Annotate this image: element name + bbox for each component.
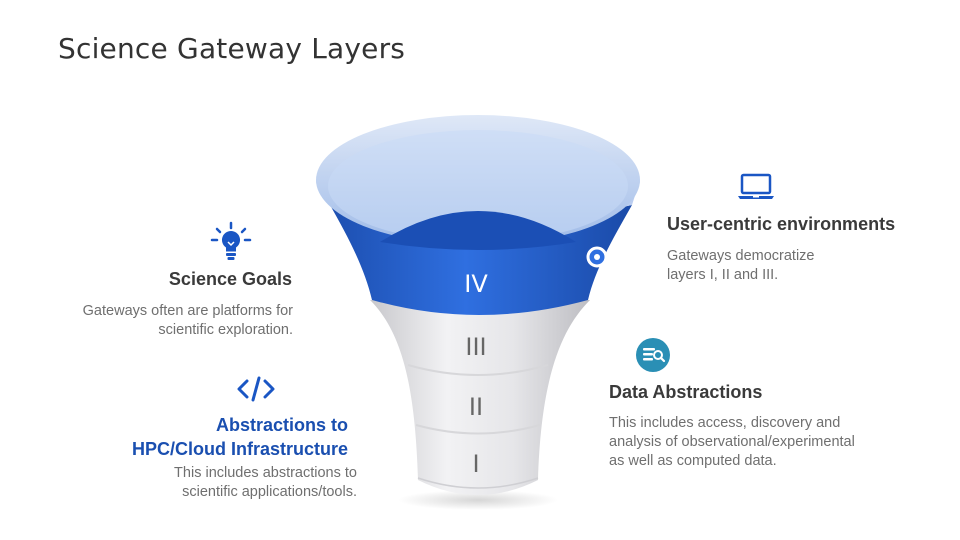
layer-label-iii: III xyxy=(436,333,516,361)
code-icon xyxy=(236,374,276,404)
data-abstractions-title: Data Abstractions xyxy=(609,382,762,403)
user-centric-desc: Gateways democratize layers I, II and II… xyxy=(667,247,814,285)
data-search-icon xyxy=(634,336,672,374)
abstractions-title: Abstractions to HPC/Cloud Infrastructure xyxy=(60,413,348,461)
science-goals-desc: Gateways often are platforms for scienti… xyxy=(40,302,293,340)
abstractions-desc: This includes abstractions to scientific… xyxy=(80,464,357,502)
data-abstractions-desc: This includes access, discovery and anal… xyxy=(609,414,855,471)
layer-label-iv: IV xyxy=(436,270,516,298)
laptop-icon xyxy=(736,172,776,202)
lightbulb-icon xyxy=(209,220,253,264)
layer-label-i: I xyxy=(436,450,516,478)
layer-label-ii: II xyxy=(436,393,516,421)
user-centric-title: User-centric environments xyxy=(667,214,895,235)
science-goals-title: Science Goals xyxy=(100,269,292,290)
